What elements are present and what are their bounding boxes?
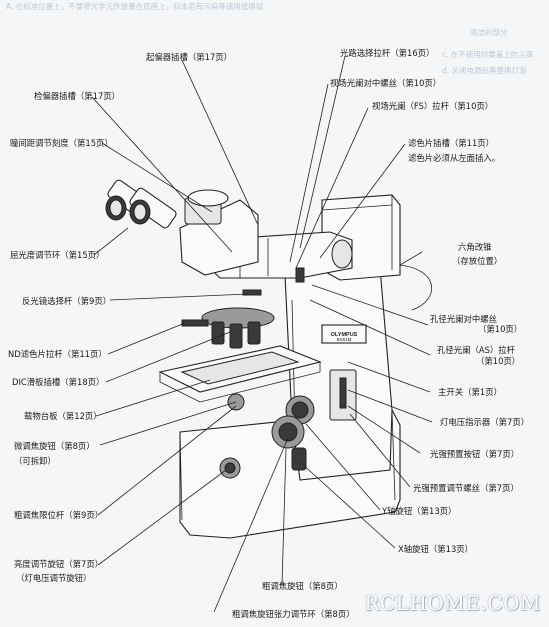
focus-knobs bbox=[227, 393, 315, 449]
label-fs-lever: 视场光阑（FS）拉杆（第10页） bbox=[372, 101, 494, 111]
label-hex-wrench: 六角改锥 bbox=[458, 242, 492, 252]
brand-name: OLYMPUS bbox=[331, 332, 358, 338]
label-tension-ring: 粗调焦旋钮张力调节环（第8页） bbox=[232, 609, 355, 619]
label-lamp-indicator: 灯电压指示器（第7页） bbox=[440, 417, 530, 427]
label-preset-button: 光强预置按钮（第7页） bbox=[430, 449, 520, 459]
label-as-centering-screws: 孔径光阑对中螺丝 bbox=[430, 314, 497, 324]
background-note-2: 清洁的部分 bbox=[470, 28, 508, 37]
background-note-4: d. 关闭电源后再更换灯泡 bbox=[442, 66, 527, 75]
background-note-1: A. 在标准位置上，不要将光学元件放置在底座上，标本若有污染等请用纸擦拭 bbox=[6, 2, 264, 11]
label-mirror-lever: 反光镜选择杆（第9页） bbox=[22, 296, 112, 306]
xy-knobs bbox=[291, 447, 307, 471]
label-coarse-focus-stopper: 粗调焦限位杆（第9页） bbox=[14, 510, 104, 520]
label-fine-focus-knob: 微调焦旋钮（第8页） bbox=[14, 441, 95, 451]
label-brightness-note: （灯电压调节旋钮） bbox=[16, 573, 92, 583]
label-y-axis-knob: Y轴旋钮（第13页） bbox=[382, 506, 457, 516]
background-note-3: c. 在不使用时要盖上防尘罩 bbox=[442, 50, 534, 59]
eyepieces bbox=[105, 179, 177, 229]
label-fine-focus-removable: （可拆卸） bbox=[14, 456, 56, 466]
label-filter-slot: 滤色片插槽（第11页） bbox=[408, 138, 495, 148]
label-ipd-scale: 瞳间距调节刻度（第15页） bbox=[10, 138, 113, 148]
nd-lever bbox=[181, 319, 209, 327]
label-analyzer-slot: 检偏器插槽（第17页） bbox=[34, 91, 121, 101]
label-as-lever-page: （第10页） bbox=[476, 356, 521, 366]
label-hex-wrench-note: （存放位置） bbox=[452, 256, 503, 266]
label-diopter-ring: 屈光度调节环（第15页） bbox=[10, 250, 105, 260]
brand-plate bbox=[321, 324, 367, 344]
label-as-centering-page: （第10页） bbox=[478, 324, 523, 334]
label-polarizer-slot: 起偏器插槽（第17页） bbox=[146, 52, 233, 62]
model-name: BX51M bbox=[337, 337, 352, 342]
label-coarse-focus-knob: 粗调焦旋钮（第8页） bbox=[262, 581, 343, 591]
label-fs-centering-screws: 视场光阑对中螺丝（第10页） bbox=[330, 78, 442, 88]
leader-lines bbox=[91, 55, 433, 613]
label-x-axis-knob: X轴旋钮（第13页） bbox=[398, 544, 474, 554]
label-nd-filter-lever: ND滤色片拉杆（第11页） bbox=[8, 349, 107, 359]
microscope-illustration bbox=[105, 179, 433, 539]
watermark: RCLHOME.COM bbox=[364, 591, 541, 615]
label-dic-slider-slot: DIC滑板插槽（第18页） bbox=[12, 377, 105, 387]
label-light-path-lever: 光路选择拉杆（第16页） bbox=[340, 48, 435, 58]
label-main-switch: 主开关（第1页） bbox=[438, 387, 502, 397]
label-filter-note: 滤色片必须从左面插入。 bbox=[408, 153, 501, 163]
label-preset-screw: 光强预置调节螺丝（第7页） bbox=[413, 483, 519, 493]
label-as-lever: 孔径光阑（AS）拉杆 bbox=[437, 345, 516, 355]
label-stage-plate: 载物台板（第12页） bbox=[24, 411, 102, 421]
label-brightness-knob: 亮度调节旋钮（第7页） bbox=[14, 559, 104, 569]
